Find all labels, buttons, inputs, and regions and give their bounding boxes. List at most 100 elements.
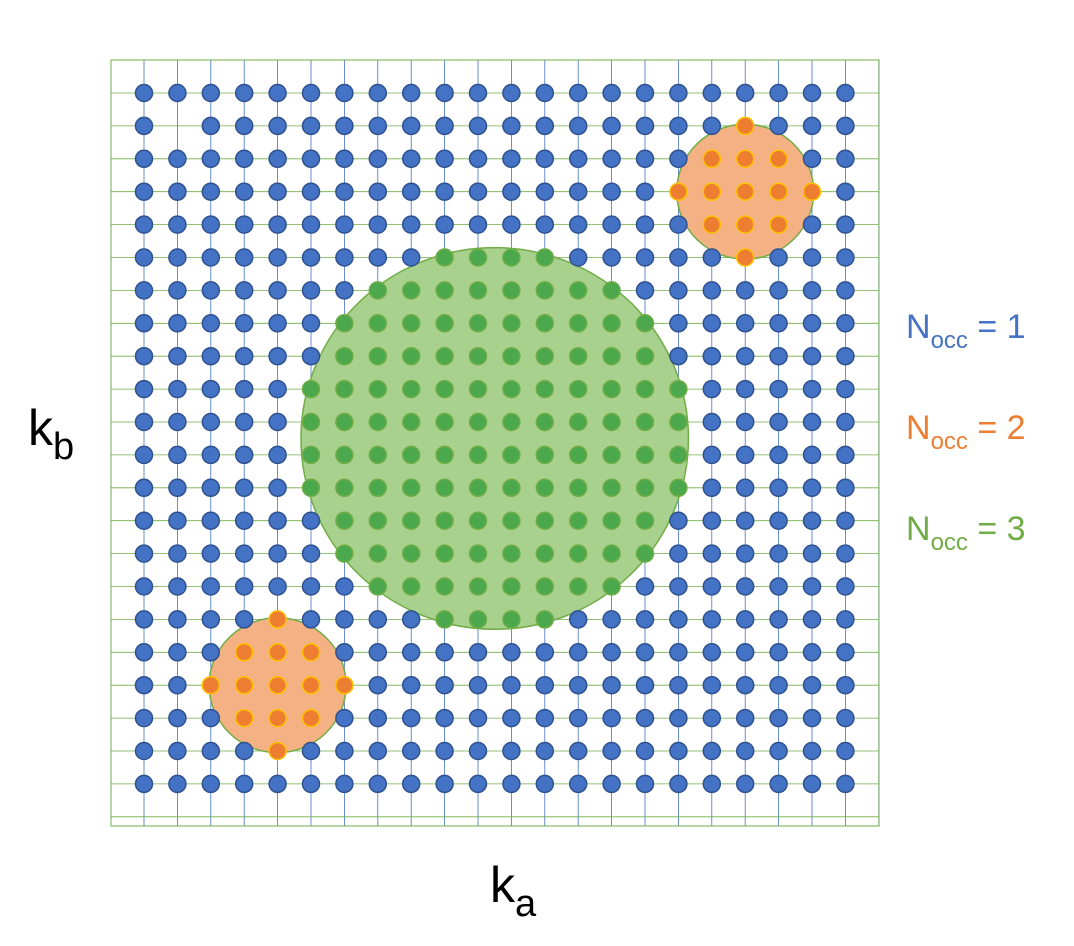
lattice-point-nocc-1 (168, 412, 187, 432)
lattice-point-nocc-1 (769, 610, 788, 629)
lattice-point-nocc-1 (669, 741, 688, 761)
lattice-point-nocc-1 (435, 83, 454, 103)
lattice-point-nocc-1 (836, 478, 855, 498)
lattice-point-nocc-1 (201, 314, 221, 333)
lattice-point-nocc-3 (635, 445, 655, 465)
lattice-point-nocc-1 (568, 116, 588, 136)
lattice-point-nocc-1 (735, 314, 755, 333)
lattice-point-nocc-1 (635, 774, 655, 794)
lattice-point-nocc-3 (301, 478, 321, 498)
lattice-point-nocc-3 (401, 314, 421, 333)
lattice-point-nocc-1 (168, 149, 187, 169)
lattice-point-nocc-1 (134, 511, 154, 530)
lattice-point-nocc-1 (168, 544, 187, 563)
lattice-point-nocc-1 (301, 83, 321, 103)
lattice-point-nocc-2 (702, 182, 722, 201)
lattice-point-nocc-1 (568, 675, 588, 695)
lattice-point-nocc-3 (502, 610, 521, 629)
lattice-point-nocc-1 (669, 610, 688, 629)
lattice-point-nocc-1 (401, 248, 421, 267)
lattice-point-nocc-1 (335, 774, 354, 794)
lattice-point-nocc-1 (568, 149, 588, 169)
lattice-point-nocc-3 (568, 478, 588, 498)
lattice-point-nocc-1 (502, 708, 521, 728)
lattice-point-nocc-1 (669, 314, 688, 333)
lattice-point-nocc-1 (401, 643, 421, 662)
lattice-point-nocc-1 (368, 116, 388, 136)
lattice-point-nocc-1 (735, 83, 755, 103)
lattice-point-nocc-3 (435, 478, 454, 498)
lattice-point-nocc-3 (635, 511, 655, 530)
lattice-point-nocc-1 (201, 281, 221, 300)
lattice-point-nocc-3 (535, 544, 555, 563)
lattice-point-nocc-1 (602, 215, 621, 234)
lattice-point-nocc-1 (168, 314, 187, 333)
lattice-point-nocc-1 (702, 643, 722, 662)
lattice-point-nocc-1 (836, 248, 855, 267)
lattice-point-nocc-1 (769, 741, 788, 761)
lattice-point-nocc-1 (602, 182, 621, 201)
lattice-point-nocc-1 (401, 182, 421, 201)
lattice-point-nocc-3 (535, 314, 555, 333)
lattice-point-nocc-1 (669, 643, 688, 662)
lattice-point-nocc-1 (535, 741, 555, 761)
lattice-point-nocc-1 (234, 577, 254, 596)
lattice-point-nocc-1 (168, 675, 187, 695)
lattice-point-nocc-1 (168, 83, 187, 103)
lattice-point-nocc-1 (368, 610, 388, 629)
lattice-point-nocc-1 (268, 248, 287, 267)
lattice-point-nocc-1 (168, 445, 187, 465)
lattice-point-nocc-1 (335, 708, 354, 728)
lattice-point-nocc-1 (836, 511, 855, 530)
lattice-point-nocc-1 (535, 116, 555, 136)
lattice-point-nocc-3 (602, 577, 621, 596)
lattice-point-nocc-3 (602, 281, 621, 300)
lattice-point-nocc-3 (535, 281, 555, 300)
lattice-point-nocc-1 (134, 708, 154, 728)
lattice-point-nocc-2 (669, 182, 688, 201)
lattice-point-nocc-2 (769, 182, 788, 201)
lattice-point-nocc-1 (669, 281, 688, 300)
lattice-point-nocc-1 (301, 281, 321, 300)
lattice-point-nocc-1 (702, 511, 722, 530)
lattice-point-nocc-1 (201, 445, 221, 465)
lattice-point-nocc-3 (468, 314, 488, 333)
lattice-point-nocc-1 (234, 314, 254, 333)
lattice-point-nocc-1 (836, 116, 855, 136)
lattice-point-nocc-3 (335, 478, 354, 498)
lattice-point-nocc-2 (769, 215, 788, 234)
lattice-point-nocc-1 (335, 248, 354, 267)
lattice-point-nocc-3 (535, 379, 555, 399)
lattice-point-nocc-1 (234, 215, 254, 234)
lattice-point-nocc-2 (268, 675, 287, 695)
lattice-point-nocc-3 (301, 445, 321, 465)
lattice-point-nocc-1 (201, 544, 221, 563)
lattice-point-nocc-1 (234, 544, 254, 563)
lattice-point-nocc-1 (134, 478, 154, 498)
lattice-point-nocc-1 (702, 281, 722, 300)
lattice-point-nocc-1 (268, 182, 287, 201)
lattice-point-nocc-2 (735, 215, 755, 234)
lattice-point-nocc-1 (836, 346, 855, 366)
lattice-point-nocc-3 (435, 445, 454, 465)
lattice-point-nocc-1 (836, 610, 855, 629)
lattice-point-nocc-1 (201, 83, 221, 103)
lattice-point-nocc-1 (802, 281, 822, 300)
lattice-point-nocc-1 (335, 610, 354, 629)
lattice-point-nocc-1 (268, 116, 287, 136)
lattice-point-nocc-1 (502, 774, 521, 794)
lattice-point-nocc-1 (435, 182, 454, 201)
lattice-point-nocc-1 (134, 314, 154, 333)
lattice-point-nocc-1 (735, 741, 755, 761)
lattice-point-nocc-1 (702, 412, 722, 432)
lattice-point-nocc-1 (802, 314, 822, 333)
lattice-point-nocc-1 (134, 741, 154, 761)
lattice-point-nocc-1 (268, 412, 287, 432)
lattice-point-nocc-1 (268, 215, 287, 234)
lattice-point-nocc-1 (502, 643, 521, 662)
lattice-point-nocc-1 (234, 281, 254, 300)
lattice-point-nocc-1 (201, 379, 221, 399)
lattice-point-nocc-1 (468, 182, 488, 201)
lattice-point-nocc-1 (268, 478, 287, 498)
